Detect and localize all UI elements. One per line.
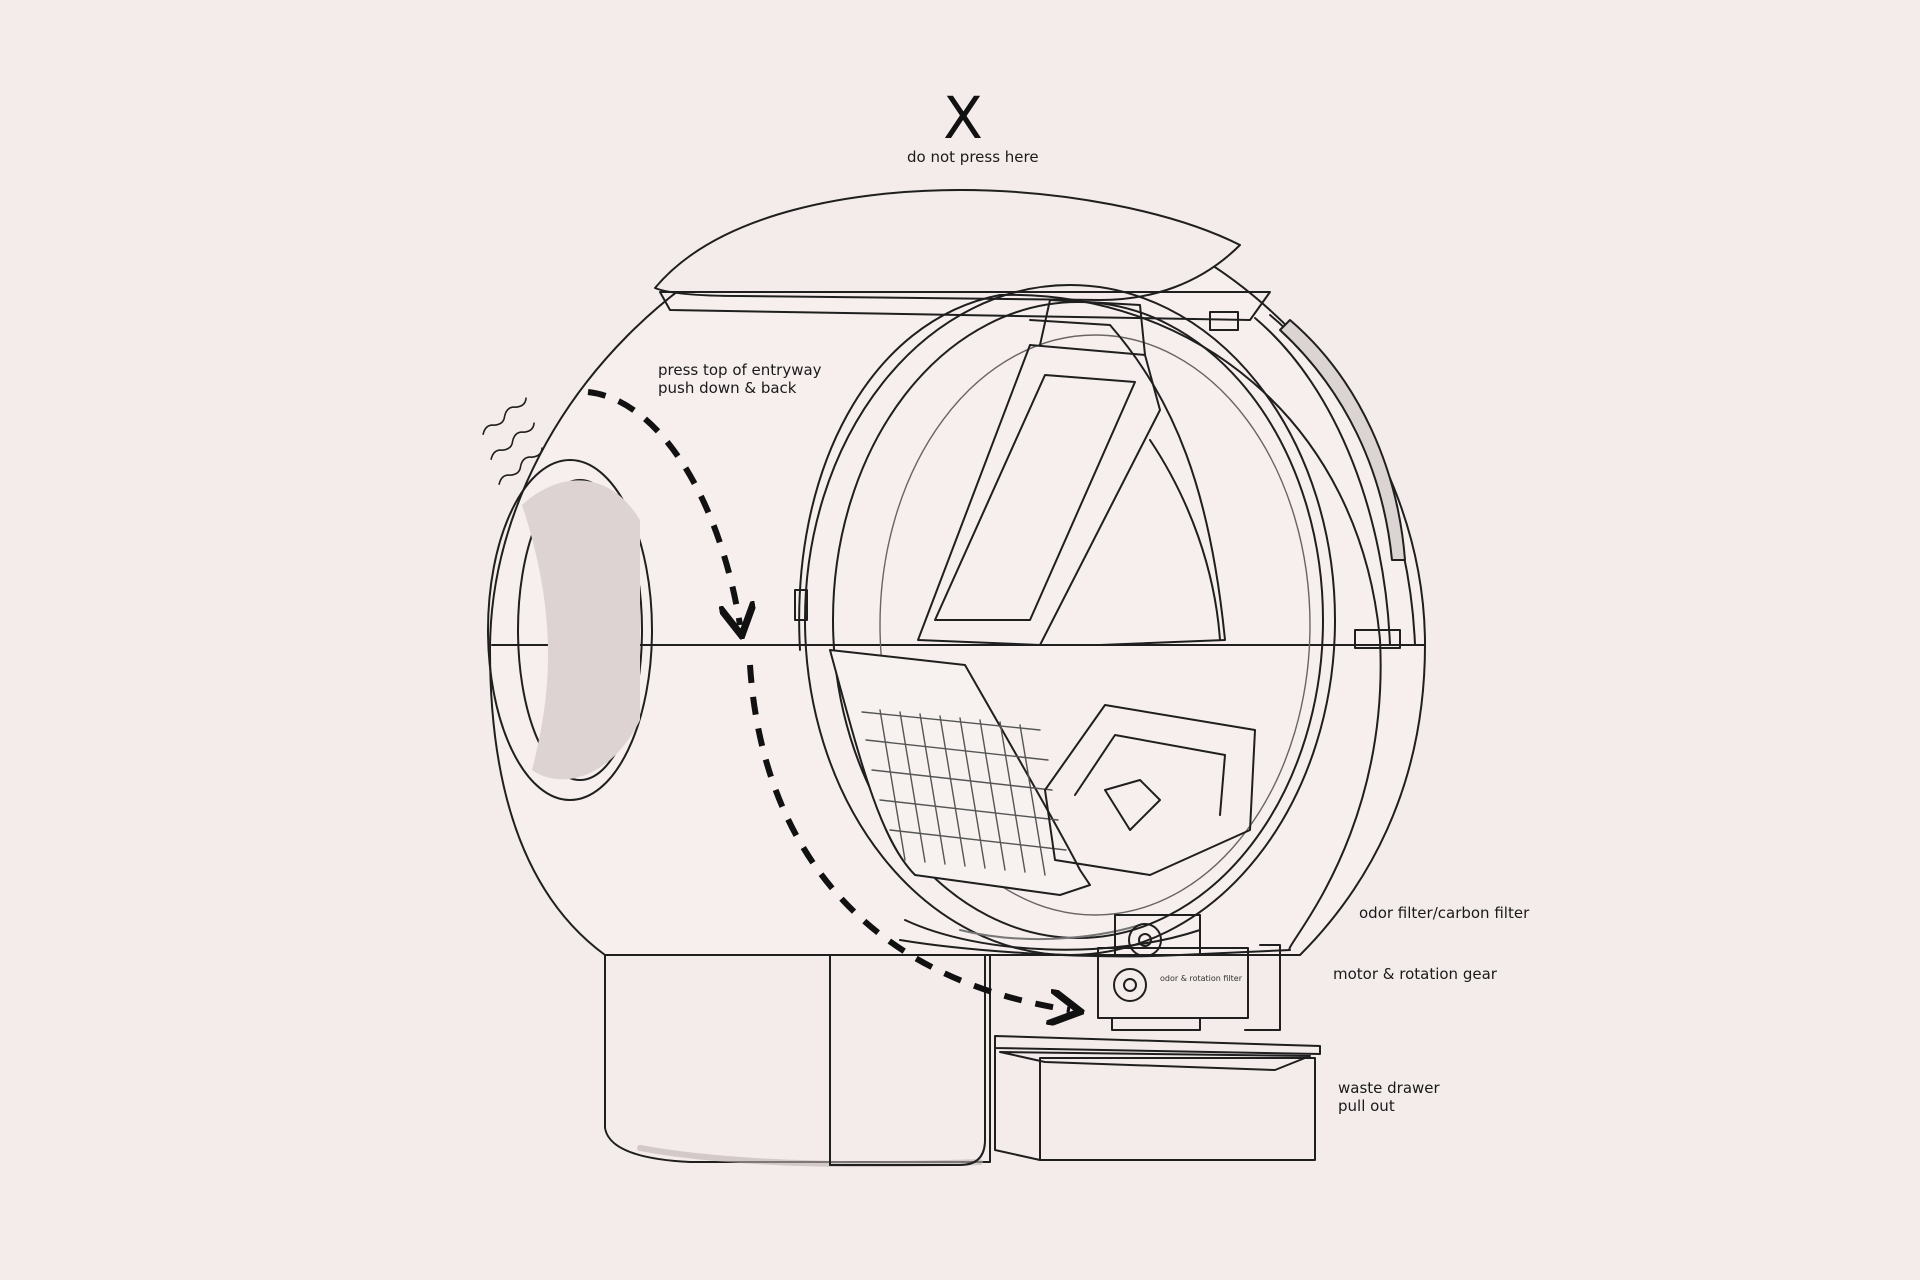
entryway-outer-ring [487,459,653,801]
shell-latch [1354,629,1401,649]
gear-icon [1128,923,1162,957]
shell-band-3 [1279,319,1406,561]
filter-housing [1244,944,1281,1031]
rotation-gear-icon [1113,968,1147,1002]
side-tab [794,589,808,621]
waste-drawer-rim [999,1051,1311,1071]
base-pedestal [604,951,991,1163]
litter-bed-box [1044,704,1256,876]
waste-drawer-side [994,1047,1041,1161]
interior-wall-upper [1029,319,1226,646]
shell-band-1 [1254,317,1391,646]
motor-housing [1097,947,1249,1019]
odor-filter-label: odor filter/carbon filter [1359,904,1530,922]
base-shadow [637,1145,983,1168]
motor-block [1114,914,1201,956]
waste-drawer-body [1039,1057,1316,1161]
litter-bed-inner [1074,734,1226,816]
top-cap-lip [659,291,1271,321]
motor-gear-label: motor & rotation gear [1333,965,1497,983]
grated-tray [829,649,1091,896]
press-entryway-label-2: push down & back [658,379,797,397]
press-entryway-label-1: press top of entryway [658,361,822,379]
waste-drawer-label-2: pull out [1338,1097,1395,1115]
litter-bed-handle [1104,779,1161,831]
waste-drawer-lid [994,1035,1321,1055]
drum-bottom-arc [904,919,1201,951]
waste-drawer-label-1: waste drawer [1338,1079,1440,1097]
dashed-arrow-lower [747,664,1070,1010]
motor-mount [1111,1017,1201,1031]
entryway-inner-ring [517,479,643,781]
drum-back-ring [879,334,1311,916]
entryway-shade [522,480,640,780]
interior-top-panel-inner [934,374,1136,621]
gear-plate-text: odor & rotation filter [1160,974,1243,983]
side-opening-outer [798,293,1382,958]
top-cap [654,189,1241,301]
do-not-press-label: do not press here [907,148,1039,166]
vibration-lines-icon [482,397,543,485]
interior-top-bracket [1039,299,1146,356]
interior-wall-lower [1149,439,1221,641]
top-latch [1209,311,1239,331]
base-front-panel [829,954,986,1166]
interior-top-panel [917,344,1161,646]
warning-x-icon: X [943,84,983,152]
tray-grate [861,709,1067,876]
dashed-arrow-icon [587,389,1070,1010]
